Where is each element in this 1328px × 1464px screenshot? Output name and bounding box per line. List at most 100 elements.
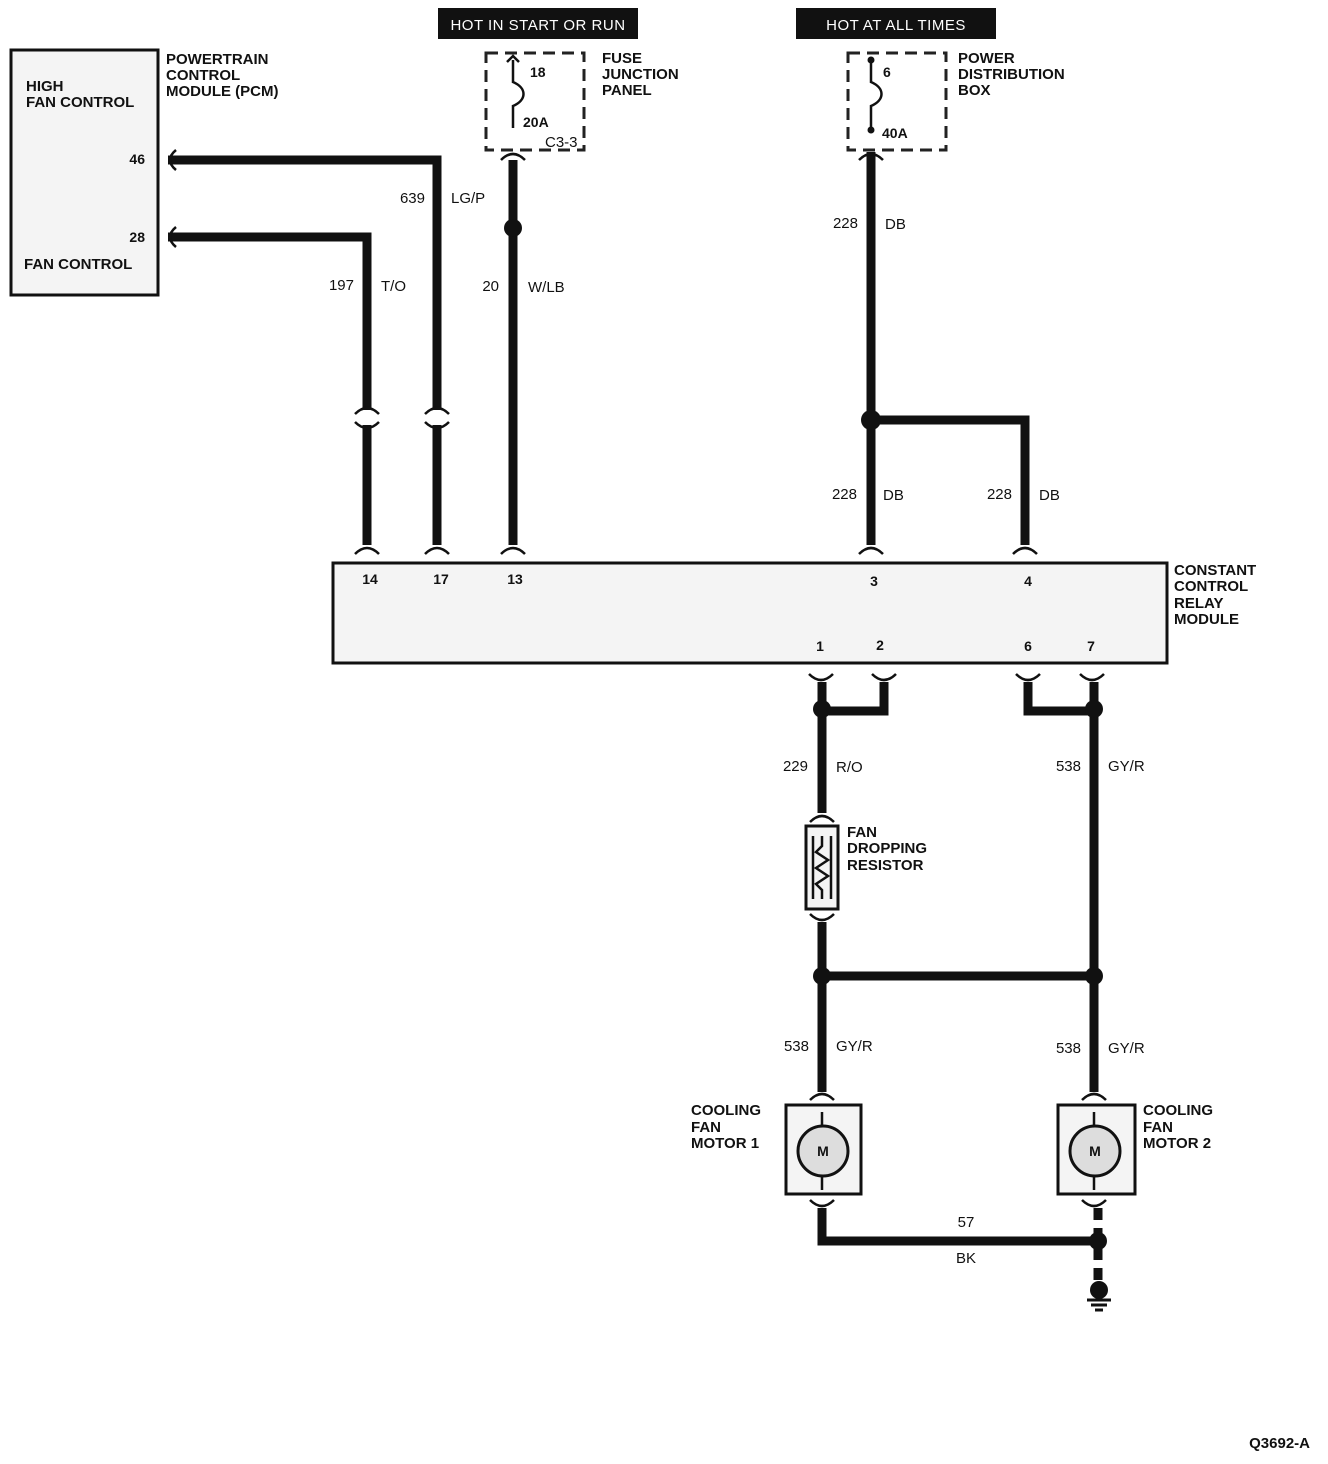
wire-197 <box>168 232 372 410</box>
banner-hot-at-all-times: HOT AT ALL TIMES <box>796 8 996 39</box>
motor2-title-2: FAN <box>1143 1119 1173 1136</box>
wire-639 <box>168 155 442 410</box>
relay-bottom-connectors <box>808 673 1105 682</box>
pdb-fuse-rating: 40A <box>882 125 908 141</box>
pdb-title-1: POWER <box>958 50 1015 67</box>
w228-left-color: DB <box>883 487 904 504</box>
wire-relay-pin2-jumper <box>822 682 889 716</box>
w639-color: LG/P <box>451 190 485 207</box>
fjp-fuse-number: 18 <box>530 64 546 80</box>
wire-228-branch <box>871 415 1030 545</box>
splice-w20 <box>504 219 522 237</box>
w538-upper-circuit: 538 <box>1056 758 1081 775</box>
w197-circuit: 197 <box>329 277 354 294</box>
motor2-title-1: COOLING <box>1143 1102 1213 1119</box>
pcm-pin-28-connector <box>168 226 177 248</box>
inline-connector-639 <box>424 406 450 430</box>
pcm-title-2: CONTROL <box>166 67 240 84</box>
motor1-title-1: COOLING <box>691 1102 761 1119</box>
pcm-pin-28: 28 <box>129 229 145 245</box>
constant-control-relay-module: 14 17 13 3 4 1 2 6 7 <box>331 561 1169 665</box>
relay-pin-7: 7 <box>1087 638 1095 654</box>
w57-circuit: 57 <box>958 1214 975 1231</box>
motor2-symbol: M <box>1089 1143 1101 1159</box>
fjp-output-connector <box>500 152 526 161</box>
resistor-title-1: FAN <box>847 824 877 841</box>
pdb-title-3: BOX <box>958 82 991 99</box>
splice-57 <box>1089 1232 1107 1250</box>
relay-title-1: CONSTANT <box>1174 562 1256 579</box>
w538-upper-color: GY/R <box>1108 758 1145 775</box>
w639-circuit: 639 <box>400 190 425 207</box>
fuse-junction-panel: 18 20A C3-3 <box>484 51 586 152</box>
w228-right-color: DB <box>1039 487 1060 504</box>
splice-538-upper <box>1085 700 1103 718</box>
pcm-title-1: POWERTRAIN <box>166 51 269 68</box>
w538-lower-right-circuit: 538 <box>1056 1040 1081 1057</box>
cooling-fan-motor-2: M <box>1056 1092 1137 1208</box>
pdb-output-connector <box>858 152 884 161</box>
resistor-title-2: DROPPING <box>847 840 927 857</box>
w229-circuit: 229 <box>783 758 808 775</box>
w228-right-circuit: 228 <box>987 486 1012 503</box>
w57-color: BK <box>956 1250 976 1267</box>
figure-id: Q3692-A <box>1249 1435 1310 1452</box>
relay-pin-1: 1 <box>816 638 824 654</box>
fjp-connector: C3-3 <box>545 134 578 151</box>
w228-top-color: DB <box>885 216 906 233</box>
banner-all-times-text: HOT AT ALL TIMES <box>826 17 966 34</box>
relay-pin-6: 6 <box>1024 638 1032 654</box>
motor1-symbol: M <box>817 1143 829 1159</box>
relay-pin-14: 14 <box>362 571 378 587</box>
wire-relay-pin6-jumper <box>1023 682 1094 716</box>
relay-pin-3: 3 <box>870 573 878 589</box>
motor1-title-3: MOTOR 1 <box>691 1135 759 1152</box>
resistor-title-3: RESISTOR <box>847 857 924 874</box>
pcm-high-fan-label-1: HIGH <box>26 78 64 95</box>
pdb-fuse-number: 6 <box>883 64 891 80</box>
relay-title-4: MODULE <box>1174 611 1239 628</box>
w197-color: T/O <box>381 278 406 295</box>
motor2-title-3: MOTOR 2 <box>1143 1135 1211 1152</box>
w538-lower-left-color: GY/R <box>836 1038 873 1055</box>
fjp-title-3: PANEL <box>602 82 652 99</box>
splice-538-right <box>1085 967 1103 985</box>
ground-icon <box>1087 1281 1111 1312</box>
w229-color: R/O <box>836 759 863 776</box>
w228-top-circuit: 228 <box>833 215 858 232</box>
w20-circuit: 20 <box>482 278 499 295</box>
relay-pin-17: 17 <box>433 571 449 587</box>
cooling-fan-motor-1: M <box>784 1092 863 1208</box>
w538-lower-right-color: GY/R <box>1108 1040 1145 1057</box>
w20-color: W/LB <box>528 279 565 296</box>
splice-228 <box>861 410 881 430</box>
banner-hot-in-start-or-run: HOT IN START OR RUN <box>438 8 638 39</box>
power-distribution-box: 6 40A <box>846 51 948 152</box>
w538-lower-left-circuit: 538 <box>784 1038 809 1055</box>
motor1-title-2: FAN <box>691 1119 721 1136</box>
pcm-title-3: MODULE (PCM) <box>166 83 279 100</box>
pcm-pin-46-connector <box>168 149 177 171</box>
relay-top-connectors <box>354 546 1038 555</box>
pcm-fan-control-label: FAN CONTROL <box>24 256 132 273</box>
relay-title-3: RELAY <box>1174 595 1223 612</box>
fjp-title-1: FUSE <box>602 50 642 67</box>
inline-connector-197 <box>354 406 380 430</box>
relay-pin-4: 4 <box>1024 573 1032 589</box>
splice-229 <box>813 700 831 718</box>
w228-left-circuit: 228 <box>832 486 857 503</box>
relay-pin-2: 2 <box>876 637 884 653</box>
wire-57 <box>817 1208 1098 1246</box>
relay-title-2: CONTROL <box>1174 578 1248 595</box>
fan-dropping-resistor <box>804 814 840 922</box>
banner-start-run-text: HOT IN START OR RUN <box>450 17 625 34</box>
fjp-fuse-rating: 20A <box>523 114 549 130</box>
relay-pin-13: 13 <box>507 571 523 587</box>
fjp-title-2: JUNCTION <box>602 66 679 83</box>
pcm-pin-46: 46 <box>129 151 145 167</box>
splice-538-left <box>813 967 831 985</box>
pcm-module: HIGH FAN CONTROL 46 28 FAN CONTROL <box>9 48 160 297</box>
pcm-high-fan-label-2: FAN CONTROL <box>26 94 134 111</box>
pdb-title-2: DISTRIBUTION <box>958 66 1065 83</box>
